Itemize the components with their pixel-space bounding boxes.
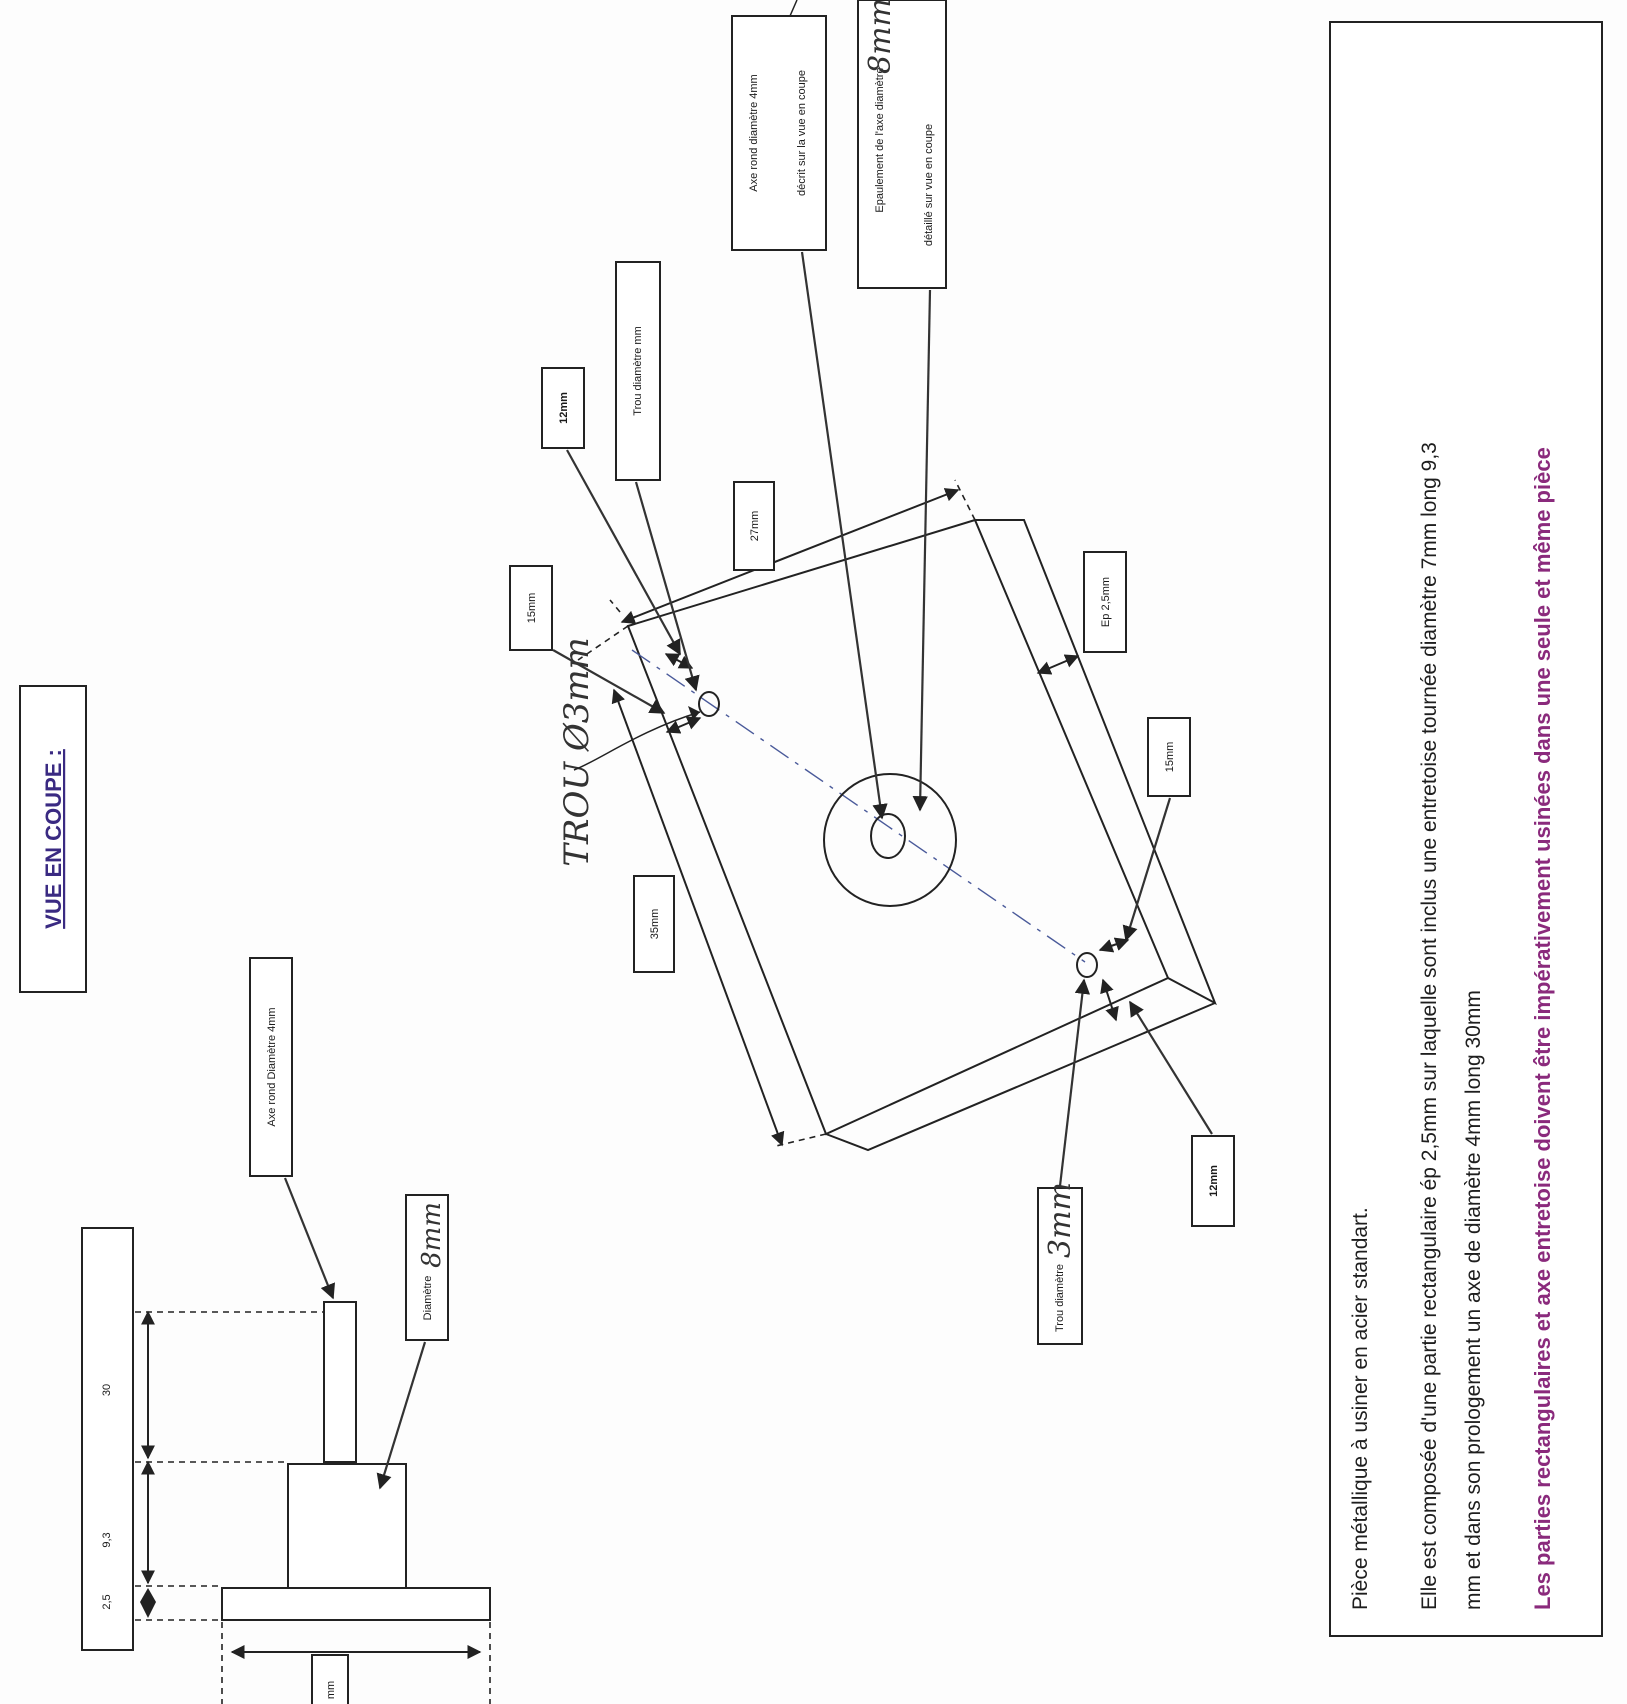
dimension-label-box bbox=[81, 1227, 134, 1651]
epaulement-callout-line1: Epaulement de l'axe diamètre bbox=[874, 67, 886, 212]
dim-35-label: 35mm bbox=[649, 909, 661, 940]
entretoise-shoulder bbox=[287, 1463, 407, 1589]
dim-15-right-box bbox=[1147, 717, 1191, 797]
diametre-label: Diamètre bbox=[422, 1276, 434, 1321]
dim-ep-label: Ep 2,5mm bbox=[1100, 577, 1112, 627]
dim-15-right-label: 15mm bbox=[1164, 742, 1176, 773]
dim-15-left-box bbox=[509, 565, 553, 651]
section-title-box bbox=[19, 685, 87, 993]
shoulder-circle bbox=[823, 773, 957, 907]
trou-top-box bbox=[615, 261, 661, 481]
axe-label-box bbox=[249, 957, 293, 1177]
dim-ep-box bbox=[1083, 551, 1127, 653]
dim-12-bottom-label: 12mm bbox=[1208, 1165, 1220, 1197]
dim-2-5: 2,5 bbox=[101, 1594, 113, 1609]
axe-label: Axe rond Diamètre 4mm bbox=[266, 1007, 278, 1126]
axe-shaft bbox=[323, 1301, 357, 1463]
dim-27-label: 27mm bbox=[749, 511, 761, 542]
dim-12-bottom-box bbox=[1191, 1135, 1235, 1227]
hole-top bbox=[698, 691, 720, 717]
axe-callout-box bbox=[731, 15, 827, 251]
trou-bottom-hand: 3mm bbox=[1043, 1182, 1078, 1258]
trou-bottom-label: Trou diamètre bbox=[1054, 1264, 1066, 1332]
plate-section bbox=[221, 1587, 491, 1621]
description-line3: mm et dans son prologement un axe de dia… bbox=[1462, 990, 1485, 1610]
epaulement-callout-line2: détaillé sur vue en coupe bbox=[923, 124, 935, 246]
dim-35-box bbox=[633, 875, 675, 973]
description-box bbox=[1329, 21, 1603, 1637]
dim-30: 30 bbox=[101, 1384, 113, 1396]
iso-view: 27mm 35mm Ep 2,5mm 15mm 12mm Tr bbox=[509, 0, 1235, 1345]
epaulement-callout-box bbox=[857, 0, 947, 289]
partial-mm-label: mm bbox=[325, 1681, 337, 1699]
diametre-label-box bbox=[405, 1194, 449, 1341]
trou-top-label: Trou diamètre mm bbox=[632, 326, 644, 415]
epaulement-hand: 8mm bbox=[863, 0, 898, 74]
dim-15-left-label: 15mm bbox=[526, 593, 538, 624]
description-line1: Pièce métallique à usiner en acier stand… bbox=[1349, 1207, 1372, 1610]
dim-27-box bbox=[733, 481, 775, 571]
description-panel: Pièce métallique à usiner en acier stand… bbox=[1329, 21, 1603, 1637]
section-title: VUE EN COUPE : bbox=[41, 749, 66, 929]
dim-12-top-box bbox=[541, 367, 585, 449]
axe-callout-line1: Axe rond diamètre 4mm bbox=[748, 74, 760, 191]
trou-left-hand: TROU Ø3mm bbox=[557, 637, 597, 867]
description-warning: Les parties rectangulaires et axe entret… bbox=[1530, 447, 1555, 1610]
dim-12-top-label: 12mm bbox=[558, 392, 570, 424]
hole-bottom bbox=[1076, 952, 1098, 978]
description-line2: Elle est composée d'une partie rectangul… bbox=[1418, 442, 1441, 1610]
trou-bottom-box bbox=[1037, 1187, 1083, 1345]
axe-callout-line2: décrit sur la vue en coupe bbox=[796, 70, 808, 196]
diametre-hand: 8mm bbox=[417, 1202, 447, 1268]
axe-circle bbox=[870, 813, 906, 859]
section-view: VUE EN COUPE : 2,5 9,3 30 mm Axe rond Di… bbox=[19, 685, 491, 1704]
dim-9-3: 9,3 bbox=[101, 1532, 113, 1547]
